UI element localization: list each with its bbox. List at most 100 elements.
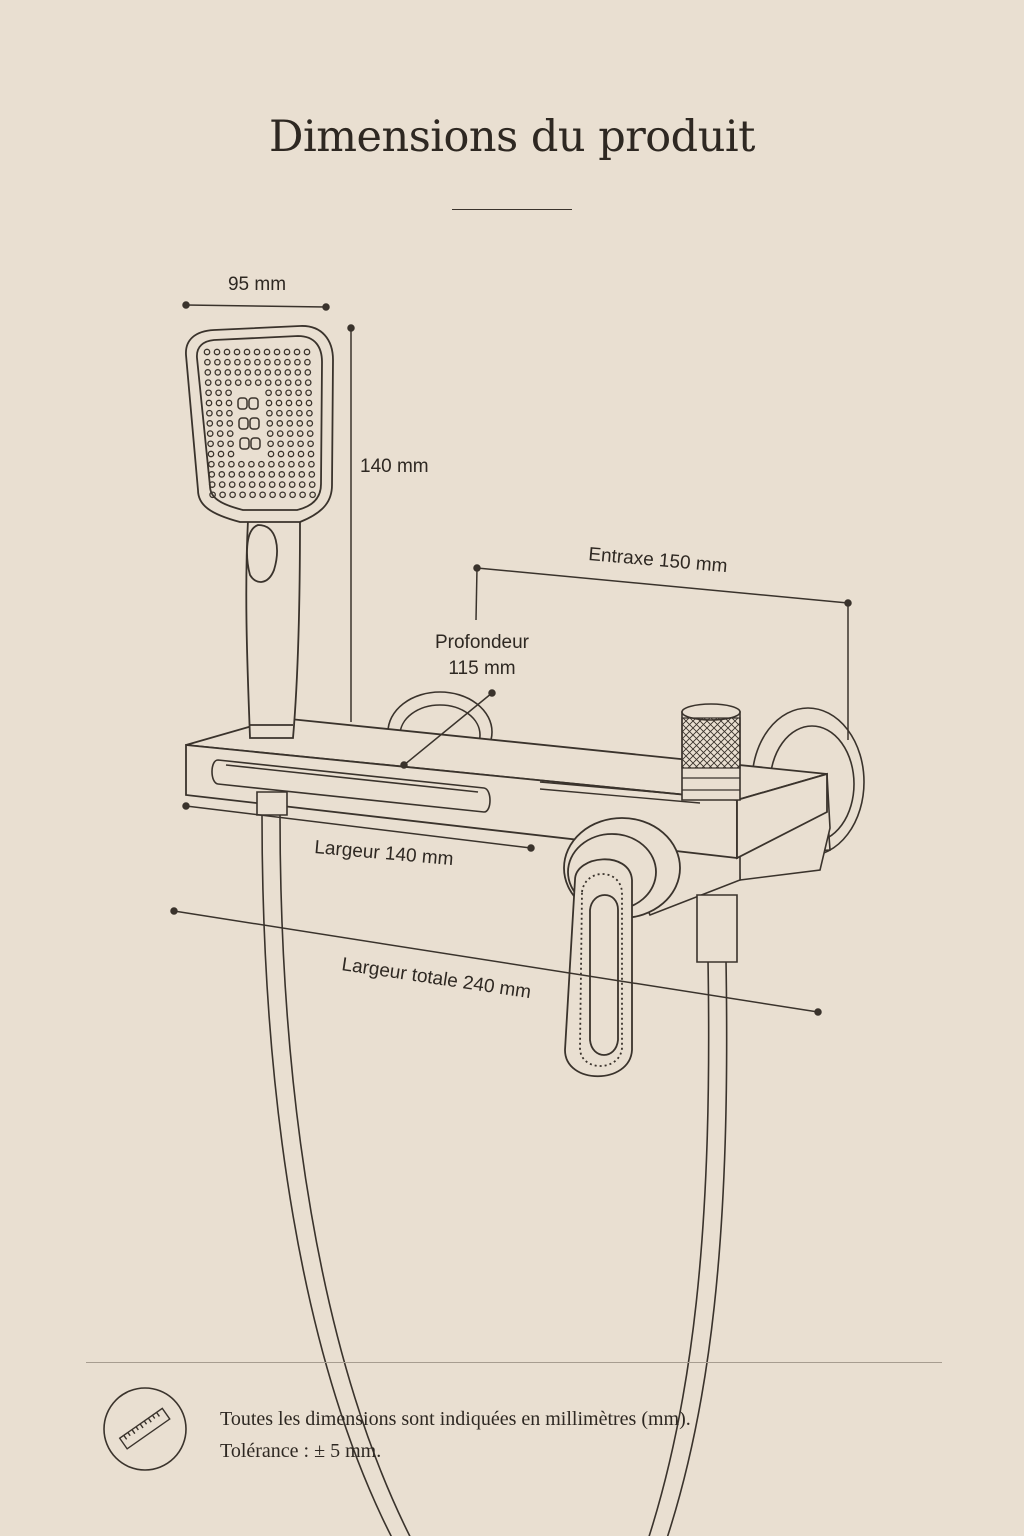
nozzle-dot bbox=[206, 430, 214, 437]
nozzle-dot bbox=[226, 430, 234, 437]
nozzle-dot bbox=[278, 460, 285, 468]
nozzle-dot bbox=[264, 369, 272, 376]
nozzle-dot bbox=[214, 358, 221, 366]
nozzle-dot bbox=[224, 358, 231, 366]
nozzle-dot bbox=[287, 440, 294, 448]
dim-total-width bbox=[170, 907, 822, 1016]
dim-shelf-width bbox=[182, 802, 535, 852]
nozzle-dot bbox=[208, 481, 216, 488]
shelf-slot-front bbox=[211, 759, 491, 813]
nozzle-dot bbox=[279, 491, 286, 499]
nozzle-dot bbox=[284, 358, 291, 366]
nozzle-dot bbox=[227, 440, 234, 448]
nozzle-dot bbox=[283, 348, 291, 356]
nozzle-dot bbox=[206, 409, 213, 417]
nozzle-dot bbox=[266, 420, 274, 427]
nozzle-dot bbox=[244, 379, 252, 386]
shower-hose bbox=[261, 814, 728, 1536]
nozzle-dot bbox=[258, 460, 265, 468]
nozzle-dot bbox=[214, 369, 222, 376]
knurled-knob bbox=[681, 703, 741, 801]
nozzle-dot bbox=[306, 430, 314, 437]
nozzle-dot bbox=[265, 389, 272, 397]
nozzle-dot bbox=[244, 369, 252, 376]
nozzle-dot bbox=[207, 440, 214, 448]
nozzle-dot bbox=[288, 460, 295, 468]
nozzle-dot bbox=[273, 348, 281, 356]
nozzle-dot bbox=[205, 399, 213, 407]
nozzle-dot bbox=[266, 430, 274, 437]
nozzle-dot bbox=[248, 471, 256, 478]
label-total-width: Largeur totale 240 mm bbox=[340, 954, 532, 1003]
nozzle-dot bbox=[305, 389, 312, 397]
nozzle-dot bbox=[268, 481, 276, 488]
nozzle-dot bbox=[308, 481, 316, 488]
nozzle-dot bbox=[306, 409, 313, 417]
nozzle-dot bbox=[253, 348, 261, 356]
nozzle-dot bbox=[274, 379, 282, 386]
nozzle-dot bbox=[299, 491, 306, 499]
nozzle-dot bbox=[225, 389, 232, 397]
nozzle-dot bbox=[254, 369, 262, 376]
nozzle-dot bbox=[294, 358, 301, 366]
nozzle-dot bbox=[268, 471, 276, 478]
nozzle-dot bbox=[218, 460, 225, 468]
nozzle-dot bbox=[208, 460, 215, 468]
nozzle-dot bbox=[233, 348, 241, 356]
nozzle-dot bbox=[298, 481, 306, 488]
nozzle-dot bbox=[289, 491, 296, 499]
nozzle-dot bbox=[216, 420, 224, 427]
nozzle-dot bbox=[244, 358, 251, 366]
nozzle-dot bbox=[308, 460, 315, 468]
shelf-slot-back bbox=[539, 781, 701, 804]
nozzle-dot bbox=[268, 460, 275, 468]
nozzle-dot bbox=[278, 481, 286, 488]
nozzle-dot bbox=[265, 399, 273, 407]
nozzle-dot bbox=[294, 369, 302, 376]
nozzle-dot bbox=[203, 348, 211, 356]
nozzle-dot bbox=[219, 491, 226, 499]
nozzle-dot bbox=[206, 420, 214, 427]
nozzle-dot bbox=[228, 471, 236, 478]
footer-note-tolerance: Tolérance : ± 5 mm. bbox=[220, 1440, 382, 1462]
nozzle-dot bbox=[238, 471, 246, 478]
nozzle-dot bbox=[214, 379, 222, 386]
nozzle-dot bbox=[215, 399, 223, 407]
nozzle-dot bbox=[226, 420, 234, 427]
nozzle-dot bbox=[218, 481, 226, 488]
footer-note: Toutes les dimensions sont indiquées en … bbox=[220, 1403, 691, 1467]
nozzle-dot bbox=[304, 369, 312, 376]
nozzle-dot bbox=[223, 348, 231, 356]
nozzle-dot bbox=[263, 348, 271, 356]
label-head-width: 95 mm bbox=[228, 274, 286, 295]
nozzle-dot bbox=[204, 379, 212, 386]
nozzle-dot bbox=[286, 430, 294, 437]
nozzle-dot bbox=[238, 460, 245, 468]
label-center-distance: Entraxe 150 mm bbox=[588, 544, 729, 577]
nozzle-dot bbox=[204, 358, 211, 366]
nozzle-dot bbox=[297, 440, 304, 448]
dim-140mm-height bbox=[347, 324, 355, 722]
nozzle-dot bbox=[304, 379, 312, 386]
nozzle-dot bbox=[294, 379, 302, 386]
nozzle-dot bbox=[308, 471, 316, 478]
spray-mode-buttons bbox=[237, 397, 261, 450]
nozzle-dot bbox=[295, 389, 302, 397]
footer-note-units: Toutes les dimensions sont indiquées en … bbox=[220, 1408, 691, 1430]
nozzle-dot bbox=[276, 430, 284, 437]
nozzle-dot bbox=[258, 481, 266, 488]
nozzle-dot bbox=[234, 369, 242, 376]
nozzle-dot bbox=[216, 430, 224, 437]
hand-shower bbox=[185, 325, 334, 739]
nozzle-dot bbox=[205, 389, 212, 397]
nozzle-dot bbox=[287, 450, 295, 458]
lever-handle bbox=[563, 817, 681, 1078]
nozzle-dot bbox=[229, 491, 236, 499]
nozzle-dot bbox=[275, 399, 283, 407]
nozzle-dot bbox=[276, 420, 284, 427]
spray-nozzles bbox=[203, 348, 316, 499]
nozzle-dot bbox=[248, 481, 256, 488]
nozzle-dot bbox=[208, 471, 216, 478]
nozzle-dot bbox=[296, 420, 304, 427]
